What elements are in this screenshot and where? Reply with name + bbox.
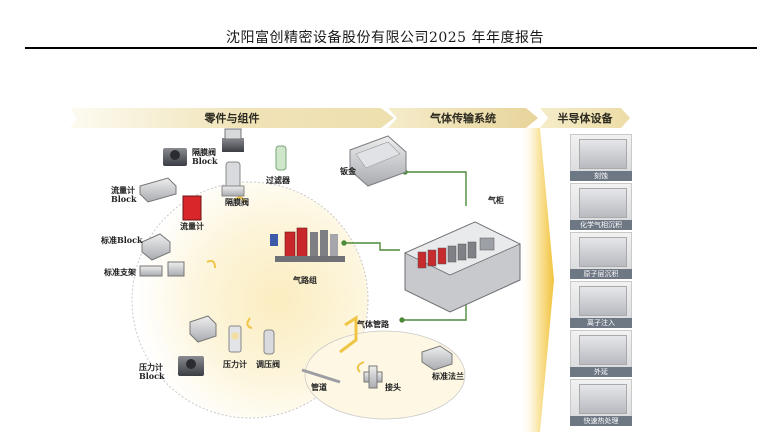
label-gas-pipeline: 气体管路 — [357, 319, 389, 329]
banner-parts: 零件与组件 — [70, 108, 394, 128]
flowmeter-icon — [182, 195, 202, 221]
rotation-arrows — [206, 196, 365, 373]
label-regulator: 调压阀 — [256, 359, 280, 369]
equipment-epitaxy-image — [570, 330, 632, 373]
label-standard-bracket: 标准支架 — [104, 267, 136, 277]
label-flowmeter: 流量计 — [180, 221, 204, 231]
label-gas-cabinet: 气柜 — [488, 195, 504, 205]
connector-lines — [341, 169, 467, 323]
filter-icon — [275, 145, 287, 171]
sheet-metal-image — [349, 135, 407, 187]
diaphragm-valve-top-icon — [222, 128, 244, 152]
equipment-cvd-label: 化学气相沉积 — [570, 220, 632, 230]
label-standard-block: 标准Block — [101, 235, 143, 245]
regulator-icon — [263, 329, 275, 355]
label-diaphragm-valve: 隔膜阀 — [225, 197, 249, 207]
diaphragm-valve-icon — [221, 161, 245, 197]
pressure-block-left-icon — [189, 315, 217, 343]
flow-arrow — [520, 128, 554, 432]
equipment-etch-label: 刻蚀 — [570, 171, 632, 181]
label-sheet-metal: 钣金 — [340, 166, 356, 176]
pressure-block-icon — [178, 356, 204, 376]
equipment-rtp-label: 快速热处理 — [570, 416, 632, 426]
diaphragm-block-icon — [163, 148, 187, 166]
label-diaphragm-block: 隔膜阀 Block — [192, 147, 218, 166]
header-divider — [25, 47, 757, 49]
report-header-title: 沈阳富创精密设备股份有限公司2025 年年度报告 — [225, 30, 545, 46]
banner-gas-system: 气体传输系统 — [388, 108, 538, 128]
flowmeter-block-icon — [139, 177, 177, 203]
standard-block-icon — [141, 233, 171, 261]
equipment-cvd-image — [570, 183, 632, 226]
label-pipe: 管道 — [311, 382, 327, 392]
pressure-gauge-icon — [228, 325, 242, 353]
label-gas-line-group: 气路组 — [293, 275, 317, 285]
label-flowmeter-block: 流量计 Block — [111, 185, 137, 204]
label-pressure-gauge: 压力计 — [223, 359, 247, 369]
gas-line-group-image — [270, 227, 345, 262]
equipment-ald-image — [570, 232, 632, 275]
pipe-icon — [301, 368, 341, 384]
equipment-etch-image — [570, 134, 632, 177]
banner-semiconductor: 半导体设备 — [540, 108, 630, 128]
equipment-ald-label: 原子层沉积 — [570, 269, 632, 279]
fitting-icon — [363, 365, 383, 389]
flange-icon — [421, 345, 453, 371]
standard-bracket-icon — [139, 261, 185, 277]
label-standard-flange: 标准法兰 — [432, 371, 464, 381]
equipment-implant-label: 离子注入 — [570, 318, 632, 328]
equipment-epitaxy-label: 外延 — [570, 367, 632, 377]
pipeline-line-icon — [339, 315, 358, 354]
label-filter: 过滤器 — [266, 175, 290, 185]
label-pressure-block: 压力计 Block — [139, 362, 165, 381]
gas-cabinet-image — [404, 221, 521, 313]
label-fitting: 接头 — [385, 382, 401, 392]
